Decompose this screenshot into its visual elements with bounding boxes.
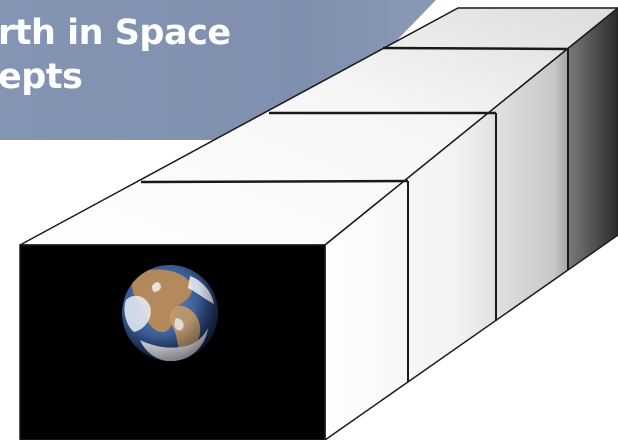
segment-line-top [383,48,568,49]
title-line-1: rth in Space [0,11,231,55]
page-title: rth in Space epts [0,11,231,99]
segment-line-top [141,181,408,182]
box-side-shadow [568,8,618,270]
title-line-2: epts [0,55,231,99]
earth-image [120,263,220,363]
